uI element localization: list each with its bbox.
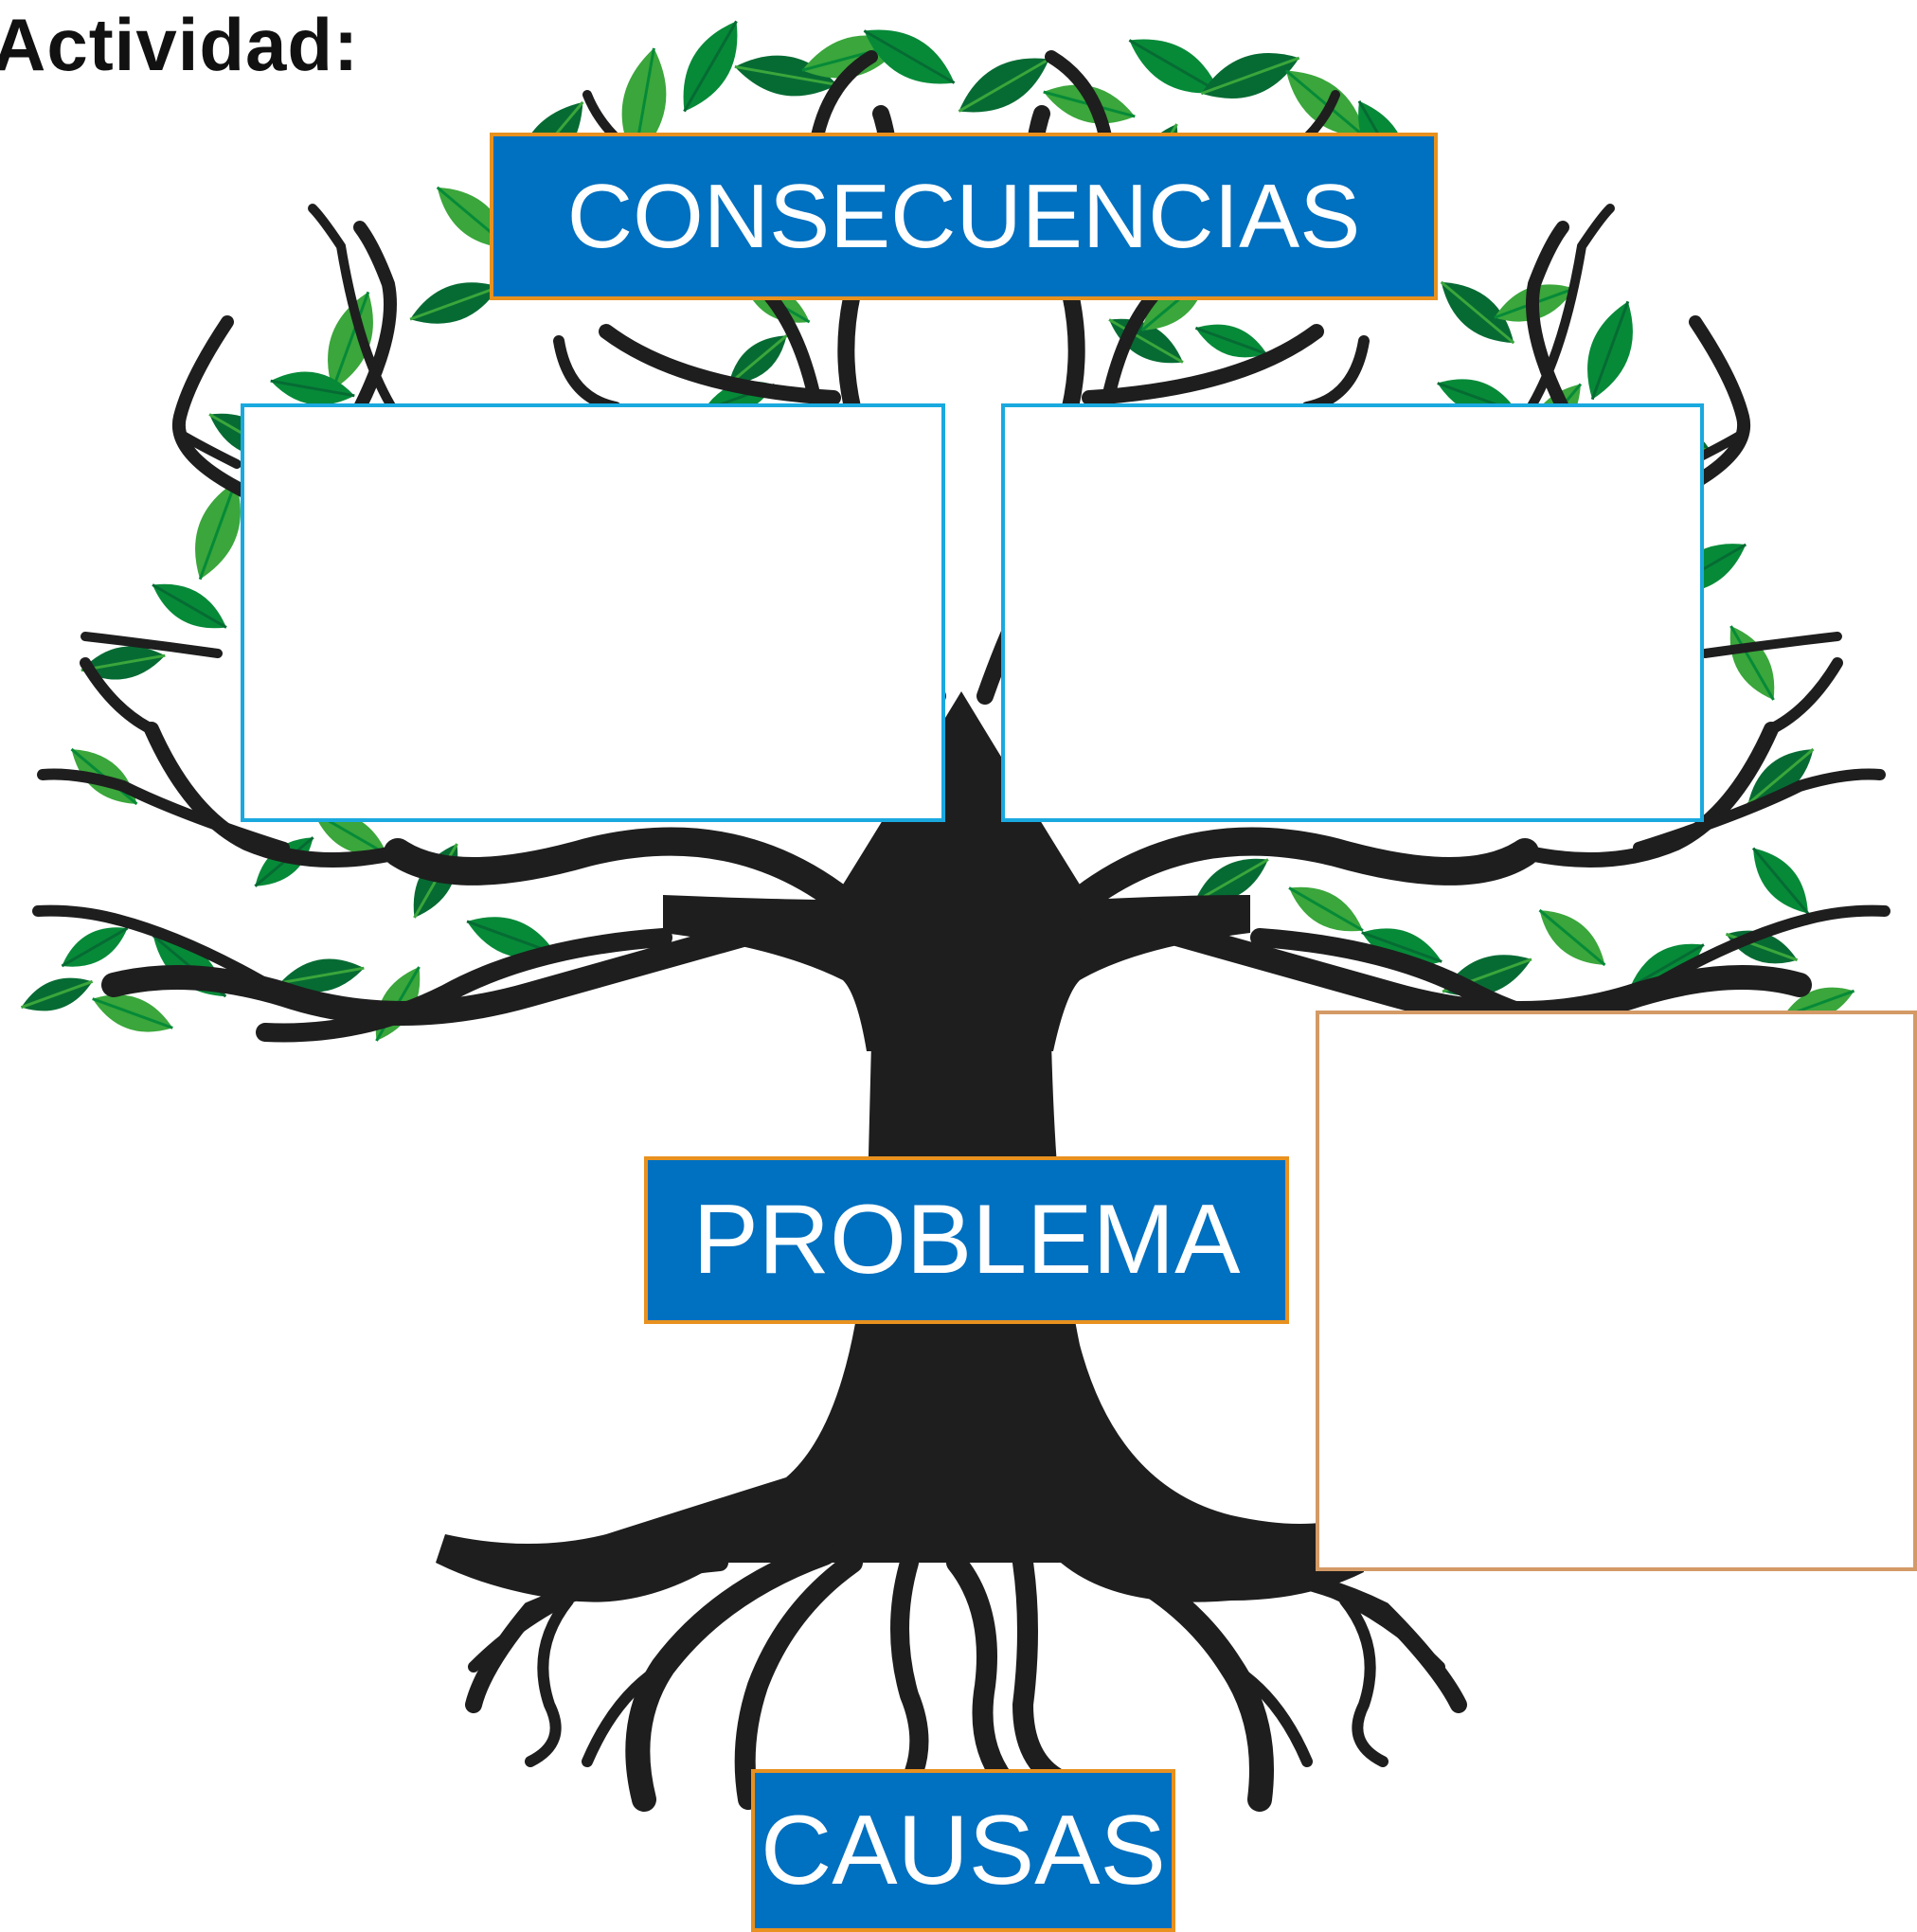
leaf-vein-2 — [683, 20, 738, 113]
root-11 — [582, 1661, 669, 1767]
leaf-vein-51 — [1108, 318, 1184, 364]
root-2 — [734, 1552, 863, 1810]
root-12 — [1226, 1661, 1313, 1767]
leaf-vein-35 — [1361, 931, 1442, 963]
leaf-vein-9 — [1200, 56, 1300, 96]
root-10 — [1301, 1576, 1445, 1673]
branch-20 — [1056, 827, 1539, 923]
leaf-vein-3 — [734, 64, 838, 87]
root-7 — [465, 1554, 728, 1713]
branch-28 — [1670, 315, 1751, 499]
leaf-vein-48 — [1440, 280, 1515, 345]
leaf-vein-33 — [1193, 858, 1269, 903]
leaf-vein-27 — [279, 966, 365, 985]
leaf-vein-6 — [958, 58, 1050, 113]
leaf-vein-25 — [92, 997, 173, 1029]
branch-5 — [144, 722, 405, 868]
root-5 — [1012, 1552, 1071, 1791]
tree-roots — [465, 1541, 1467, 1812]
problem-label: PROBLEMA — [644, 1156, 1289, 1324]
consequences-label: CONSECUENCIAS — [490, 133, 1438, 300]
leaf-vein-5 — [863, 29, 956, 84]
consequences-label-text: CONSECUENCIAS — [566, 165, 1361, 267]
leaf-vein-21 — [81, 653, 166, 672]
root-14 — [1339, 1595, 1388, 1767]
branch-25 — [1633, 768, 1886, 853]
leaf-vein-8 — [1128, 39, 1221, 94]
leaf-vein-41 — [1751, 847, 1810, 915]
root-8 — [1185, 1554, 1467, 1713]
causes-label-text: CAUSAS — [761, 1795, 1166, 1905]
root-3 — [890, 1553, 929, 1809]
leaf-vein-34 — [1288, 886, 1364, 932]
consequence-box-left[interactable] — [241, 403, 945, 822]
branch-24 — [1517, 722, 1779, 868]
activity-title: Actividad: — [0, 3, 360, 86]
leaf-vein-17 — [270, 379, 355, 398]
leaf-vein-20 — [152, 583, 227, 629]
branch-12 — [308, 204, 403, 421]
branch-8 — [81, 632, 223, 658]
root-13 — [525, 1595, 574, 1767]
branch-37 — [1082, 324, 1324, 405]
branch-27 — [1700, 632, 1842, 658]
leaf-vein-50 — [1590, 300, 1630, 401]
branch-7 — [80, 657, 157, 735]
leaf-vein-42 — [1747, 747, 1815, 806]
branch-13 — [553, 335, 621, 413]
tree-trunk — [436, 691, 1364, 1602]
trunk-fork — [663, 691, 1250, 1051]
branch-3 — [256, 928, 672, 1043]
leaf-vein-19 — [198, 480, 238, 581]
leaf-vein-53 — [1194, 326, 1268, 356]
branch-1 — [384, 827, 867, 923]
branch-26 — [1765, 657, 1843, 735]
root-9 — [468, 1576, 612, 1673]
branch-23 — [1633, 904, 1890, 1000]
leaf-vein-23 — [61, 926, 129, 968]
problem-label-text: PROBLEMA — [692, 1185, 1241, 1295]
leaf-vein-54 — [727, 334, 788, 385]
leaf-vein-43 — [1729, 625, 1775, 701]
branch-32 — [1301, 335, 1370, 413]
root-1 — [625, 1541, 836, 1812]
root-4 — [946, 1552, 1014, 1791]
branch-2 — [101, 897, 846, 1026]
branch-4 — [32, 904, 290, 1000]
leaf-vein-24 — [20, 979, 94, 1010]
causes-label: CAUSAS — [751, 1769, 1175, 1932]
leaf-vein-37 — [1538, 908, 1606, 967]
consequence-box-right[interactable] — [1001, 403, 1704, 822]
branch-9 — [171, 315, 253, 499]
side-answer-box[interactable] — [1316, 1011, 1917, 1571]
leaf-vein-16 — [331, 291, 370, 391]
branch-18 — [599, 324, 841, 405]
leaf-vein-38 — [1629, 943, 1705, 989]
branch-6 — [37, 768, 290, 853]
leaf-vein-15 — [409, 285, 500, 321]
branch-31 — [1520, 204, 1615, 421]
branch-10 — [175, 429, 242, 469]
